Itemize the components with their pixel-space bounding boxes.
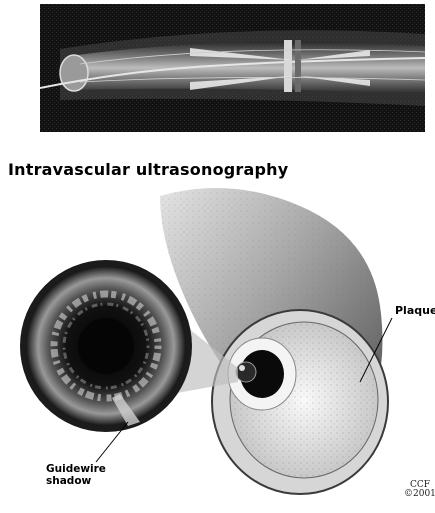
catheter-in-lumen <box>236 362 256 382</box>
catheter-illustration <box>40 4 425 132</box>
credit-line2: ©2001 <box>404 490 435 499</box>
ultrasound-lumen <box>78 318 134 374</box>
guidewire-shadow-label-line2: shadow <box>46 475 106 487</box>
credit-mark: CCF ©2001 <box>404 481 435 499</box>
vessel-illustration <box>0 186 435 509</box>
plaque-label: Plaque <box>395 305 435 317</box>
catheter-tip <box>60 55 88 91</box>
ultrasound-catheter-image <box>40 4 425 132</box>
transducer-ring <box>284 40 292 92</box>
guidewire-shadow-label: Guidewire shadow <box>46 463 106 487</box>
vessel-cross-section-diagram <box>0 186 435 509</box>
guidewire-shadow-label-line1: Guidewire <box>46 463 106 475</box>
figure-title: Intravascular ultrasonography <box>8 160 288 179</box>
transducer-ring <box>295 40 301 92</box>
catheter-highlight <box>239 365 245 371</box>
